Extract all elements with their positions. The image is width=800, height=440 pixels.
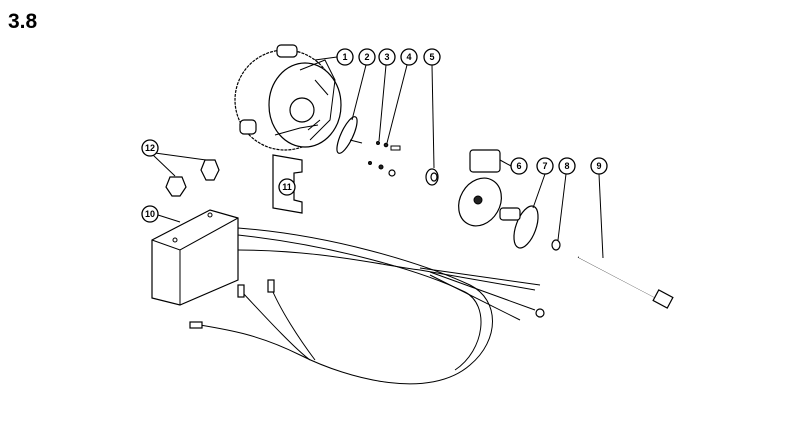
callout-6: 6 [510,157,528,175]
callout-9: 9 [590,157,608,175]
svg-text:8: 8 [564,161,569,171]
wiring-harness [189,227,545,385]
callout-1: 1 [336,48,354,66]
callout-3: 3 [378,48,396,66]
svg-text:10: 10 [145,209,155,219]
figure-number: 3.8 [8,10,38,33]
callout-12: 12 [141,139,159,157]
svg-text:7: 7 [542,161,547,171]
bushing [425,168,439,186]
bolt [577,256,674,309]
svg-text:5: 5 [429,52,434,62]
svg-text:11: 11 [282,182,292,192]
callout-5: 5 [423,48,441,66]
callout-10: 10 [141,205,159,223]
svg-text:12: 12 [145,143,155,153]
svg-text:2: 2 [364,52,369,62]
svg-text:4: 4 [406,52,411,62]
svg-text:1: 1 [342,52,347,62]
callout-4: 4 [400,48,418,66]
callout-8: 8 [558,157,576,175]
leader-lines [152,56,604,259]
screws [368,141,401,177]
svg-text:3: 3 [384,52,389,62]
pickup-assembly [458,149,512,227]
washer [551,239,561,251]
svg-text:9: 9 [596,161,601,171]
callout-11: 11 [278,178,296,196]
alternator-housing [234,44,342,151]
callout-7: 7 [536,157,554,175]
callout-2: 2 [358,48,376,66]
ignition-box [151,209,239,306]
part-2-plate [336,116,363,154]
rubber-mounts [165,159,220,197]
rotor [499,205,539,249]
svg-text:6: 6 [516,161,521,171]
